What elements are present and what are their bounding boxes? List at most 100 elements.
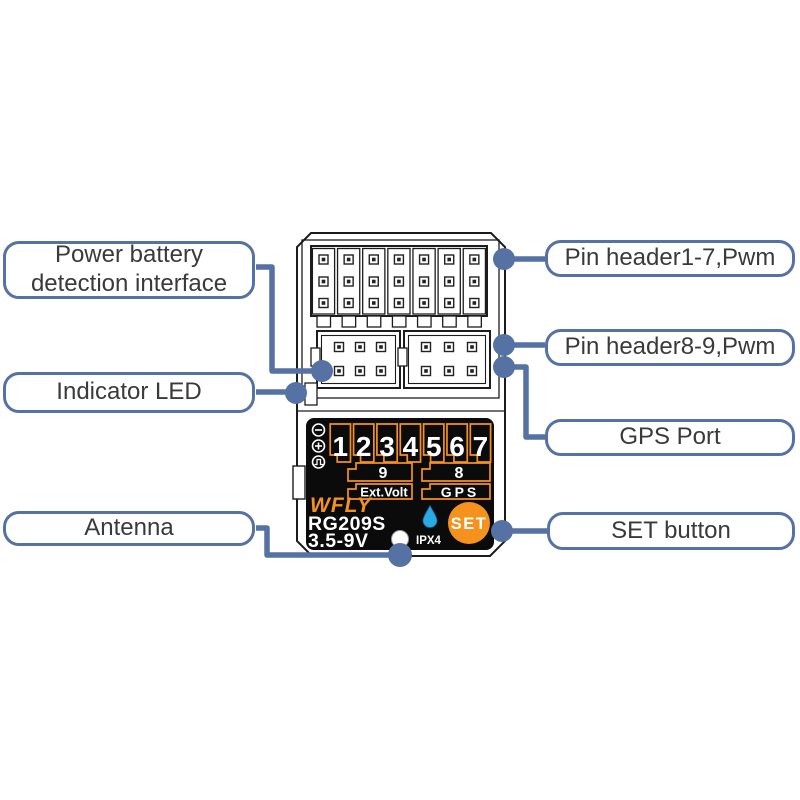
callout-connectors — [256, 256, 547, 558]
channel-number-6: 6 — [449, 431, 465, 462]
ext-volt-label: Ext.Volt — [360, 485, 408, 500]
pin-contact-center — [447, 279, 451, 284]
channel-tab — [376, 423, 399, 463]
pin-contact-center — [371, 301, 376, 305]
callout-set-button-label: SET button — [611, 516, 731, 544]
pin-contact-center — [371, 257, 376, 262]
port-9-box — [347, 462, 413, 482]
pin-slot — [362, 247, 386, 315]
slot-tab — [341, 315, 357, 328]
connector-power-battery — [256, 264, 322, 374]
channel-number-3: 3 — [379, 431, 395, 462]
model-text: RG209S — [308, 513, 386, 535]
port-8-number: 8 — [455, 465, 464, 482]
port-8-box — [421, 462, 491, 482]
slot-tab — [467, 315, 482, 328]
dot-antenna — [388, 543, 412, 567]
key-notch — [397, 347, 408, 367]
pin-slot — [462, 247, 487, 315]
channel-number-4: 4 — [403, 431, 419, 462]
channel-tab — [446, 423, 469, 463]
pin-slot — [336, 247, 361, 315]
channel-number-5: 5 — [426, 431, 442, 462]
pin-contact-center — [470, 345, 474, 349]
slot-tab — [442, 315, 457, 328]
pin-contact-center — [397, 257, 401, 262]
callout-indicator-led: Indicator LED — [3, 372, 255, 413]
pin-contact-center — [379, 345, 383, 349]
pin-contact-center — [358, 369, 362, 373]
dot-indicator-led — [285, 382, 307, 404]
callout-set-button: SET button — [547, 512, 795, 550]
slot-tab — [416, 315, 432, 328]
channel-tab — [399, 423, 422, 463]
slot-tab — [391, 315, 407, 328]
gps-label: GPS — [441, 484, 480, 500]
voltage-text: 3.5-9V — [308, 530, 368, 552]
pin-contact-center — [397, 301, 401, 305]
pin-contact-center — [472, 279, 477, 284]
pin-contact-center — [321, 279, 326, 284]
channel-tab — [469, 423, 492, 463]
signal-circle-icon — [311, 455, 326, 469]
pin-slot — [412, 247, 436, 315]
pin-contact-center — [371, 279, 376, 284]
pin-contact-center — [358, 345, 362, 349]
pin-contact-center — [447, 301, 451, 305]
pin-contact-center — [424, 345, 428, 349]
pin-slot — [311, 247, 336, 315]
channel-tab — [329, 423, 352, 463]
ipx4-text: IPX4 — [416, 535, 442, 547]
dot-pin-header-8-9 — [493, 334, 515, 356]
callout-indicator-led-label: Indicator LED — [56, 378, 202, 406]
pin-contact-center — [397, 279, 401, 284]
plus-circle-icon — [311, 439, 326, 453]
pin-contact-center — [321, 257, 326, 262]
pin-contact-center — [346, 279, 351, 284]
channel-tab — [422, 423, 445, 463]
pin-contact-center — [346, 257, 351, 262]
pin-contact-center — [447, 369, 451, 373]
pin-slot — [437, 247, 461, 315]
pin-contact-center — [379, 369, 383, 373]
gps-box — [421, 483, 491, 500]
set-button-text: SET — [451, 515, 488, 533]
channel-tab — [352, 423, 375, 463]
minus-circle-icon — [311, 423, 326, 437]
callout-antenna: Antenna — [3, 511, 255, 546]
pin-contact-center — [337, 369, 341, 373]
dot-pin-header-1-7 — [493, 248, 515, 270]
callout-gps-port: GPS Port — [545, 419, 795, 456]
port-9-number: 9 — [379, 465, 388, 482]
callout-pin-header-8-9-label: Pin header8-9,Pwm — [564, 333, 776, 361]
callout-gps-port-label: GPS Port — [619, 423, 721, 451]
pin-header-1-7-socket — [310, 245, 488, 328]
callout-pin-header-1-7-label: Pin header1-7,Pwm — [564, 244, 776, 272]
slot-tab — [316, 315, 332, 328]
pin-contact-center — [422, 257, 426, 262]
slot-tab — [366, 315, 382, 328]
pin-contact-center — [472, 301, 477, 305]
pin-slot — [387, 247, 411, 315]
pin-header-9-socket — [310, 330, 401, 389]
set-button: SET — [448, 502, 490, 544]
dot-gps-port — [493, 356, 515, 378]
pin-contact-center — [422, 301, 426, 305]
dot-power-battery — [311, 360, 333, 382]
brand-logo: WFLY — [310, 494, 373, 517]
callout-power-battery: Power battery detection interface — [3, 241, 255, 299]
pin-contact-center — [472, 257, 477, 262]
channel-number-7: 7 — [473, 431, 489, 462]
connector-gps-port — [504, 364, 545, 440]
pin-contact-center — [424, 369, 428, 373]
pin-contact-center — [337, 345, 341, 349]
case-inner-frame — [301, 239, 500, 399]
pin-contact-center — [321, 301, 326, 305]
pin-contact-center — [346, 301, 351, 305]
channel-number-1: 1 — [333, 431, 349, 462]
channel-number-2: 2 — [356, 431, 372, 462]
